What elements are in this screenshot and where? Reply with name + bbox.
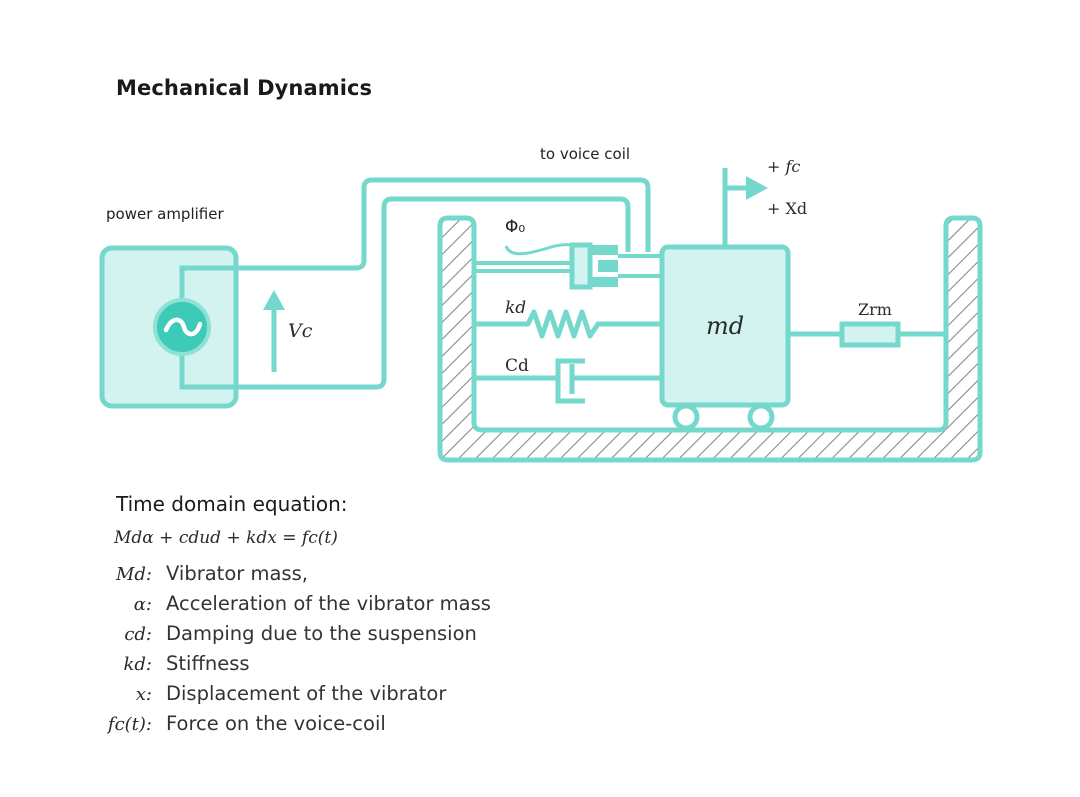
legend-description: Displacement of the vibrator — [166, 682, 447, 705]
legend-symbol: cd: — [124, 624, 152, 645]
wire-inner — [179, 196, 631, 390]
legend-description: Force on the voice-coil — [166, 712, 386, 735]
spring-icon — [474, 309, 662, 339]
voltage-arrow-icon — [263, 290, 285, 372]
mass-label: md — [706, 312, 745, 340]
flux-label: Φ₀ — [505, 217, 526, 237]
damping-label: Cd — [505, 356, 529, 376]
wheel-right-icon — [747, 403, 775, 431]
damper-icon — [474, 358, 662, 404]
power-amplifier-label: power amplifier — [106, 205, 224, 223]
legend-symbol: Md: — [115, 564, 152, 585]
wheel-left-icon — [672, 403, 700, 431]
page-title: Mechanical Dynamics — [116, 76, 373, 100]
impedance-label: Zrm — [858, 300, 892, 319]
enclosure-hatch — [437, 215, 983, 463]
voice-coil-icon — [474, 242, 662, 290]
displacement-label: + Xd — [767, 199, 808, 218]
legend-symbol: x: — [135, 684, 152, 705]
to-voice-coil-label: to voice coil — [540, 145, 631, 163]
voltage-label: Vc — [288, 320, 313, 342]
legend-description: Acceleration of the vibrator mass — [166, 592, 491, 615]
impedance-icon — [788, 321, 946, 348]
legend-symbol: α: — [133, 594, 152, 615]
equation-formula: Mdα + cdud + kdx = fc(t) — [114, 528, 338, 548]
legend-description: Damping due to the suspension — [166, 622, 477, 645]
legend-description: Vibrator mass, — [166, 562, 308, 585]
force-arrow-icon — [722, 168, 768, 247]
stiffness-label: kd — [505, 298, 527, 318]
legend-description: Stiffness — [166, 652, 250, 675]
ac-source-icon — [153, 298, 211, 356]
force-label: + fc — [767, 157, 801, 176]
legend-symbol: fc(t): — [107, 714, 152, 735]
legend-symbol: kd: — [123, 654, 153, 675]
wire-outer — [179, 177, 651, 308]
equation-heading: Time domain equation: — [116, 492, 348, 516]
